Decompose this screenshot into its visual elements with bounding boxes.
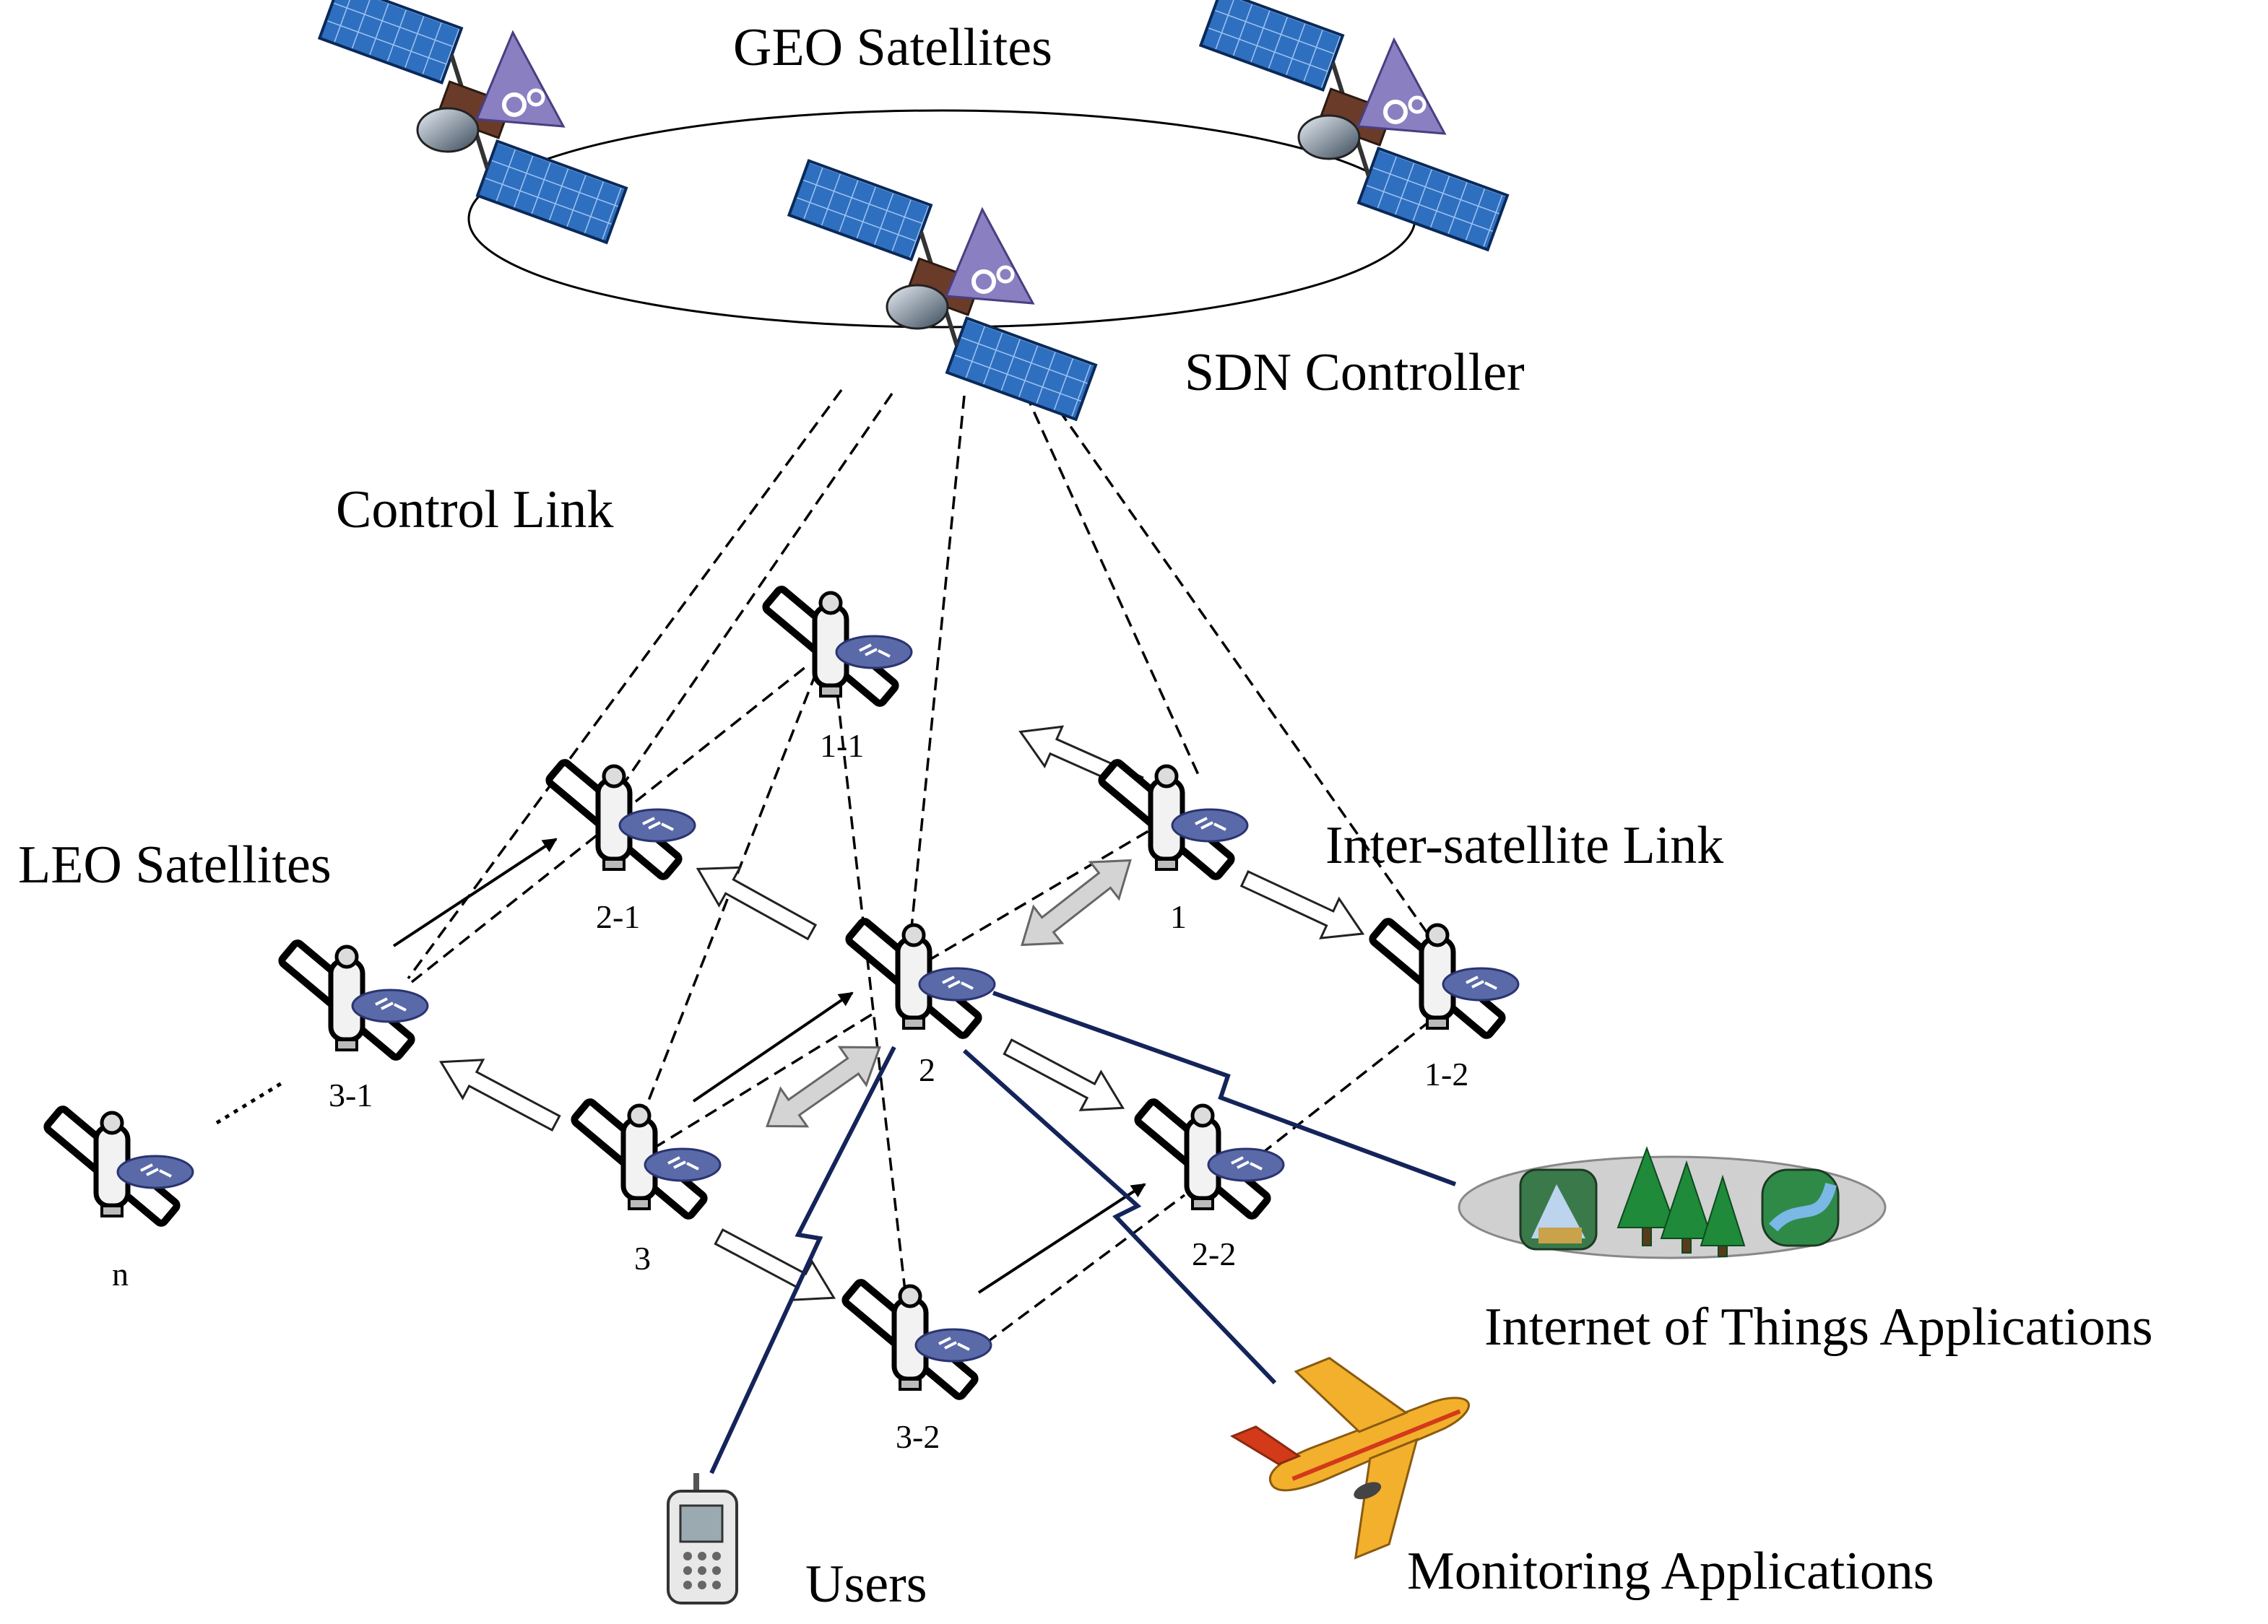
monitoring-applications-label: Monitoring Applications [1407,1542,1934,1601]
node-label-1-2: 1-2 [1424,1056,1468,1093]
wireless-link-iot [992,991,1457,1186]
geo-satellite-center-sdn-controller [757,161,1127,420]
river-icon [1761,1168,1840,1247]
forest-icon [1616,1146,1746,1257]
leo-satellite-1-2 [1371,920,1518,1038]
orbit-motion-arrows [438,725,1365,1301]
wireless-link-airplane [962,1048,1277,1385]
wireless-links [709,991,1457,1475]
airplane-icon [1229,1357,1470,1560]
landscape-icon [1519,1168,1598,1251]
node-label-3: 3 [634,1240,651,1277]
users-label: Users [805,1555,927,1614]
inter-plane-arrows [766,859,1132,1128]
leo-satellite-2-1 [547,761,695,879]
leo-satellite-1-1 [764,588,912,705]
node-label-n: n [112,1256,129,1293]
leo-chain-ellipsis [215,1081,283,1125]
leo-satellite-2-2 [1136,1100,1284,1218]
node-label-2: 2 [919,1051,935,1088]
node-label-2-1: 2-1 [596,898,640,935]
node-label-2-2: 2-2 [1192,1236,1236,1272]
iot-applications-label: Internet of Things Applications [1484,1298,2153,1357]
node-label-1: 1 [1170,898,1187,935]
routing-path-arrows [392,838,1146,1294]
leo-satellite-3 [573,1100,720,1218]
leo-satellite-n [46,1108,193,1225]
geo-satellite-right [1169,0,1539,250]
inter-satellite-link-label: Inter-satellite Link [1325,816,1723,875]
node-label-3-1: 3-1 [329,1077,373,1113]
mobile-phone-icon [667,1473,738,1605]
control-link-label: Control Link [336,480,613,539]
node-label-1-1: 1-1 [820,727,864,764]
sdn-controller-label: SDN Controller [1185,343,1525,402]
leo-satellite-3-2 [844,1281,991,1399]
leo-satellites-label: LEO Satellites [18,835,332,895]
node-label-3-2: 3-2 [896,1418,940,1455]
wireless-link-users [709,1046,896,1475]
control-links [407,388,1435,1304]
leo-satellite-3-1 [280,942,428,1059]
geo-satellites-label: GEO Satellites [733,18,1052,77]
iot-sensor-field-icon [1458,1146,1887,1259]
